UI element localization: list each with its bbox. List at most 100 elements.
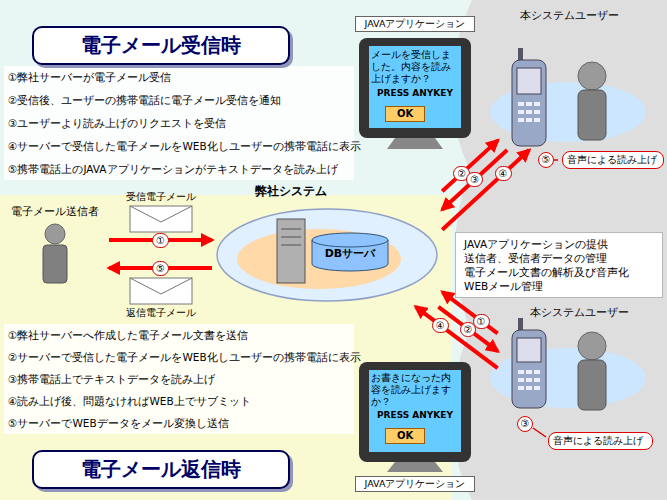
label-slot: ④読み上げ後、問題なければWEB上でサブミット [8,394,356,408]
leader-line [554,159,558,161]
title-text: 電子メール返信時 [81,456,241,483]
ok-text: OK [397,430,413,442]
press-text: PRESS ANYKEY [371,410,459,420]
info-text: 送信者、受信者データの管理 [464,251,607,265]
text-slot: 弊社システム [255,183,385,200]
text-slot: 電子メール送信者 [4,204,106,219]
monitor-frame [359,362,471,462]
server-tower [277,219,305,283]
step-text: ④読み上げ後、問題なければWEB上でサブミット [8,394,356,408]
step-number: ③ [466,172,483,187]
ok-text: OK [397,108,413,120]
plain-node: OK JAVAアプリケーションメールを受信しました。内容を読み上げますか？ PRES… [355,16,475,150]
text-slot: 本システムユーザー [530,305,660,320]
system-ellipse [217,209,437,301]
monitor-frame [359,38,471,138]
person-head [45,224,65,244]
label-slot: ⑤携帯電話上のJAVAアプリケーションがテキストデータを読み上げ [8,162,356,176]
db-node: DBサーバ [310,232,390,272]
text-slot: メールを受信しました。内容を読み上げますか？ [371,49,459,85]
title-text: 電子メール受信時 [81,32,241,59]
flow-arrow [442,150,529,230]
step-text: ①弊社サーバーが電子メール受信 [8,70,356,84]
plain-node: 返信電子メール [122,276,200,322]
plain-node: 本システムユーザー [500,8,660,148]
title-box: 電子メール受信時 [32,26,290,65]
plain-node: 本システムユーザー [500,305,660,415]
step-text: ③ユーザーより読み上げのリクエストを受信 [8,116,356,130]
label-slot: ①弊社サーバーが電子メール受信 [8,70,356,84]
plain-node: OK お書きになった内容を読み上げますか？ PRESS ANYKEY JAVAアプリケ… [355,362,475,496]
envelope-flap [130,278,192,294]
plain-node: 受信電子メール [122,190,200,234]
label-slot: ⑤サーバーでWEBデータをメール変換し送信 [8,416,356,430]
server-slot [281,237,301,238]
step-text: ④サーバーで受信した電子メールをWEB化しユーザーの携帯電話に表示 [8,139,356,153]
step-text: ①弊社サーバーへ作成した電子メール文書を送信 [8,328,356,342]
monitor-stand [387,462,443,472]
person-body [43,245,67,283]
step-number: ④ [495,166,512,181]
scr-text: メールを受信しました。内容を読み上げますか？ [371,49,459,85]
scr-text: お書きになった内容を読み上げますか？ [371,372,459,408]
label-slot: ③ [517,416,533,432]
db-rim [312,240,388,247]
lbl11c-text: DBサーバ [310,246,390,261]
person-head [578,62,606,90]
step-text: ⑤携帯電話上のJAVAアプリケーションがテキストデータを読み上げ [8,162,356,176]
server-slot [281,229,301,230]
label-slot: ③ユーザーより読み上げのリクエストを受信 [8,116,356,130]
text-slot: 本システムユーザー [520,8,650,23]
phone-keys [518,102,540,122]
label-slot: ②受信後、ユーザーの携帯電話に電子メール受信を通知 [8,93,356,107]
callout-text: 音声による読み上げ [553,434,643,448]
text-slot: JAVAアプリケーション [355,16,475,32]
callout-node: 音声による読み上げ [562,151,664,169]
lbl-text: 本システムユーザー [520,8,650,23]
server-slot [281,245,301,246]
lblsc-text: 返信電子メール [122,306,200,320]
label-slot: ④サーバーで受信した電子メールをWEB化しユーザーの携帯電話に表示 [8,139,356,153]
phone-screen [517,68,541,94]
user-area [451,0,667,500]
lblc-text: 電子メール送信者 [4,204,106,219]
callout-node: 音声による読み上げ [548,432,653,450]
label-slot: ③携帯電話上でテキストデータを読み上げ [8,372,356,386]
envelope [130,278,192,304]
label-slot: ①弊社サーバーへ作成した電子メール文書を送信 [8,328,356,342]
info-text: 電子メール文書の解析及び音声化 [464,265,629,279]
text-slot: 返信電子メール [122,306,200,320]
step-text: ③携帯電話上でテキストデータを読み上げ [8,372,356,386]
callout-number: ⑤ [538,152,554,168]
info-text: WEBメール管理 [464,279,543,293]
step-number: ④ [432,318,449,333]
monitor-stand [387,138,443,149]
flow-arrow [416,307,498,368]
phone-screen [517,338,541,362]
phone [512,330,546,408]
text-slot: PRESS ANYKEY [371,410,459,420]
step-number: ⑤ [152,261,169,276]
step-text: ⑤サーバーでWEBデータをメール変換し送信 [8,416,356,430]
label-slot: ⑤ [538,152,554,168]
info-text: JAVAアプリケーションの提供 [464,237,608,251]
monitor-screen [369,370,461,452]
step-text: ②サーバーで受信した電子メールをWEB化しユーザーの携帯電話に表示 [8,350,356,364]
step-number: ② [460,322,477,337]
lbl-text: 本システムユーザー [530,305,660,320]
press-text: PRESS ANYKEY [371,88,459,98]
leader-line [533,428,546,437]
envelope [130,206,192,232]
callout-number: ③ [517,416,533,432]
ok-node: OK [385,428,425,444]
person-head [578,332,606,360]
person-body [578,90,606,140]
head-text: JAVAアプリケーション [355,476,475,492]
phone [512,60,546,146]
text-slot: PRESS ANYKEY [371,88,459,98]
monitor-screen [369,46,461,128]
text-slot: 受信電子メール [122,190,200,204]
envelope-flap [130,206,192,222]
